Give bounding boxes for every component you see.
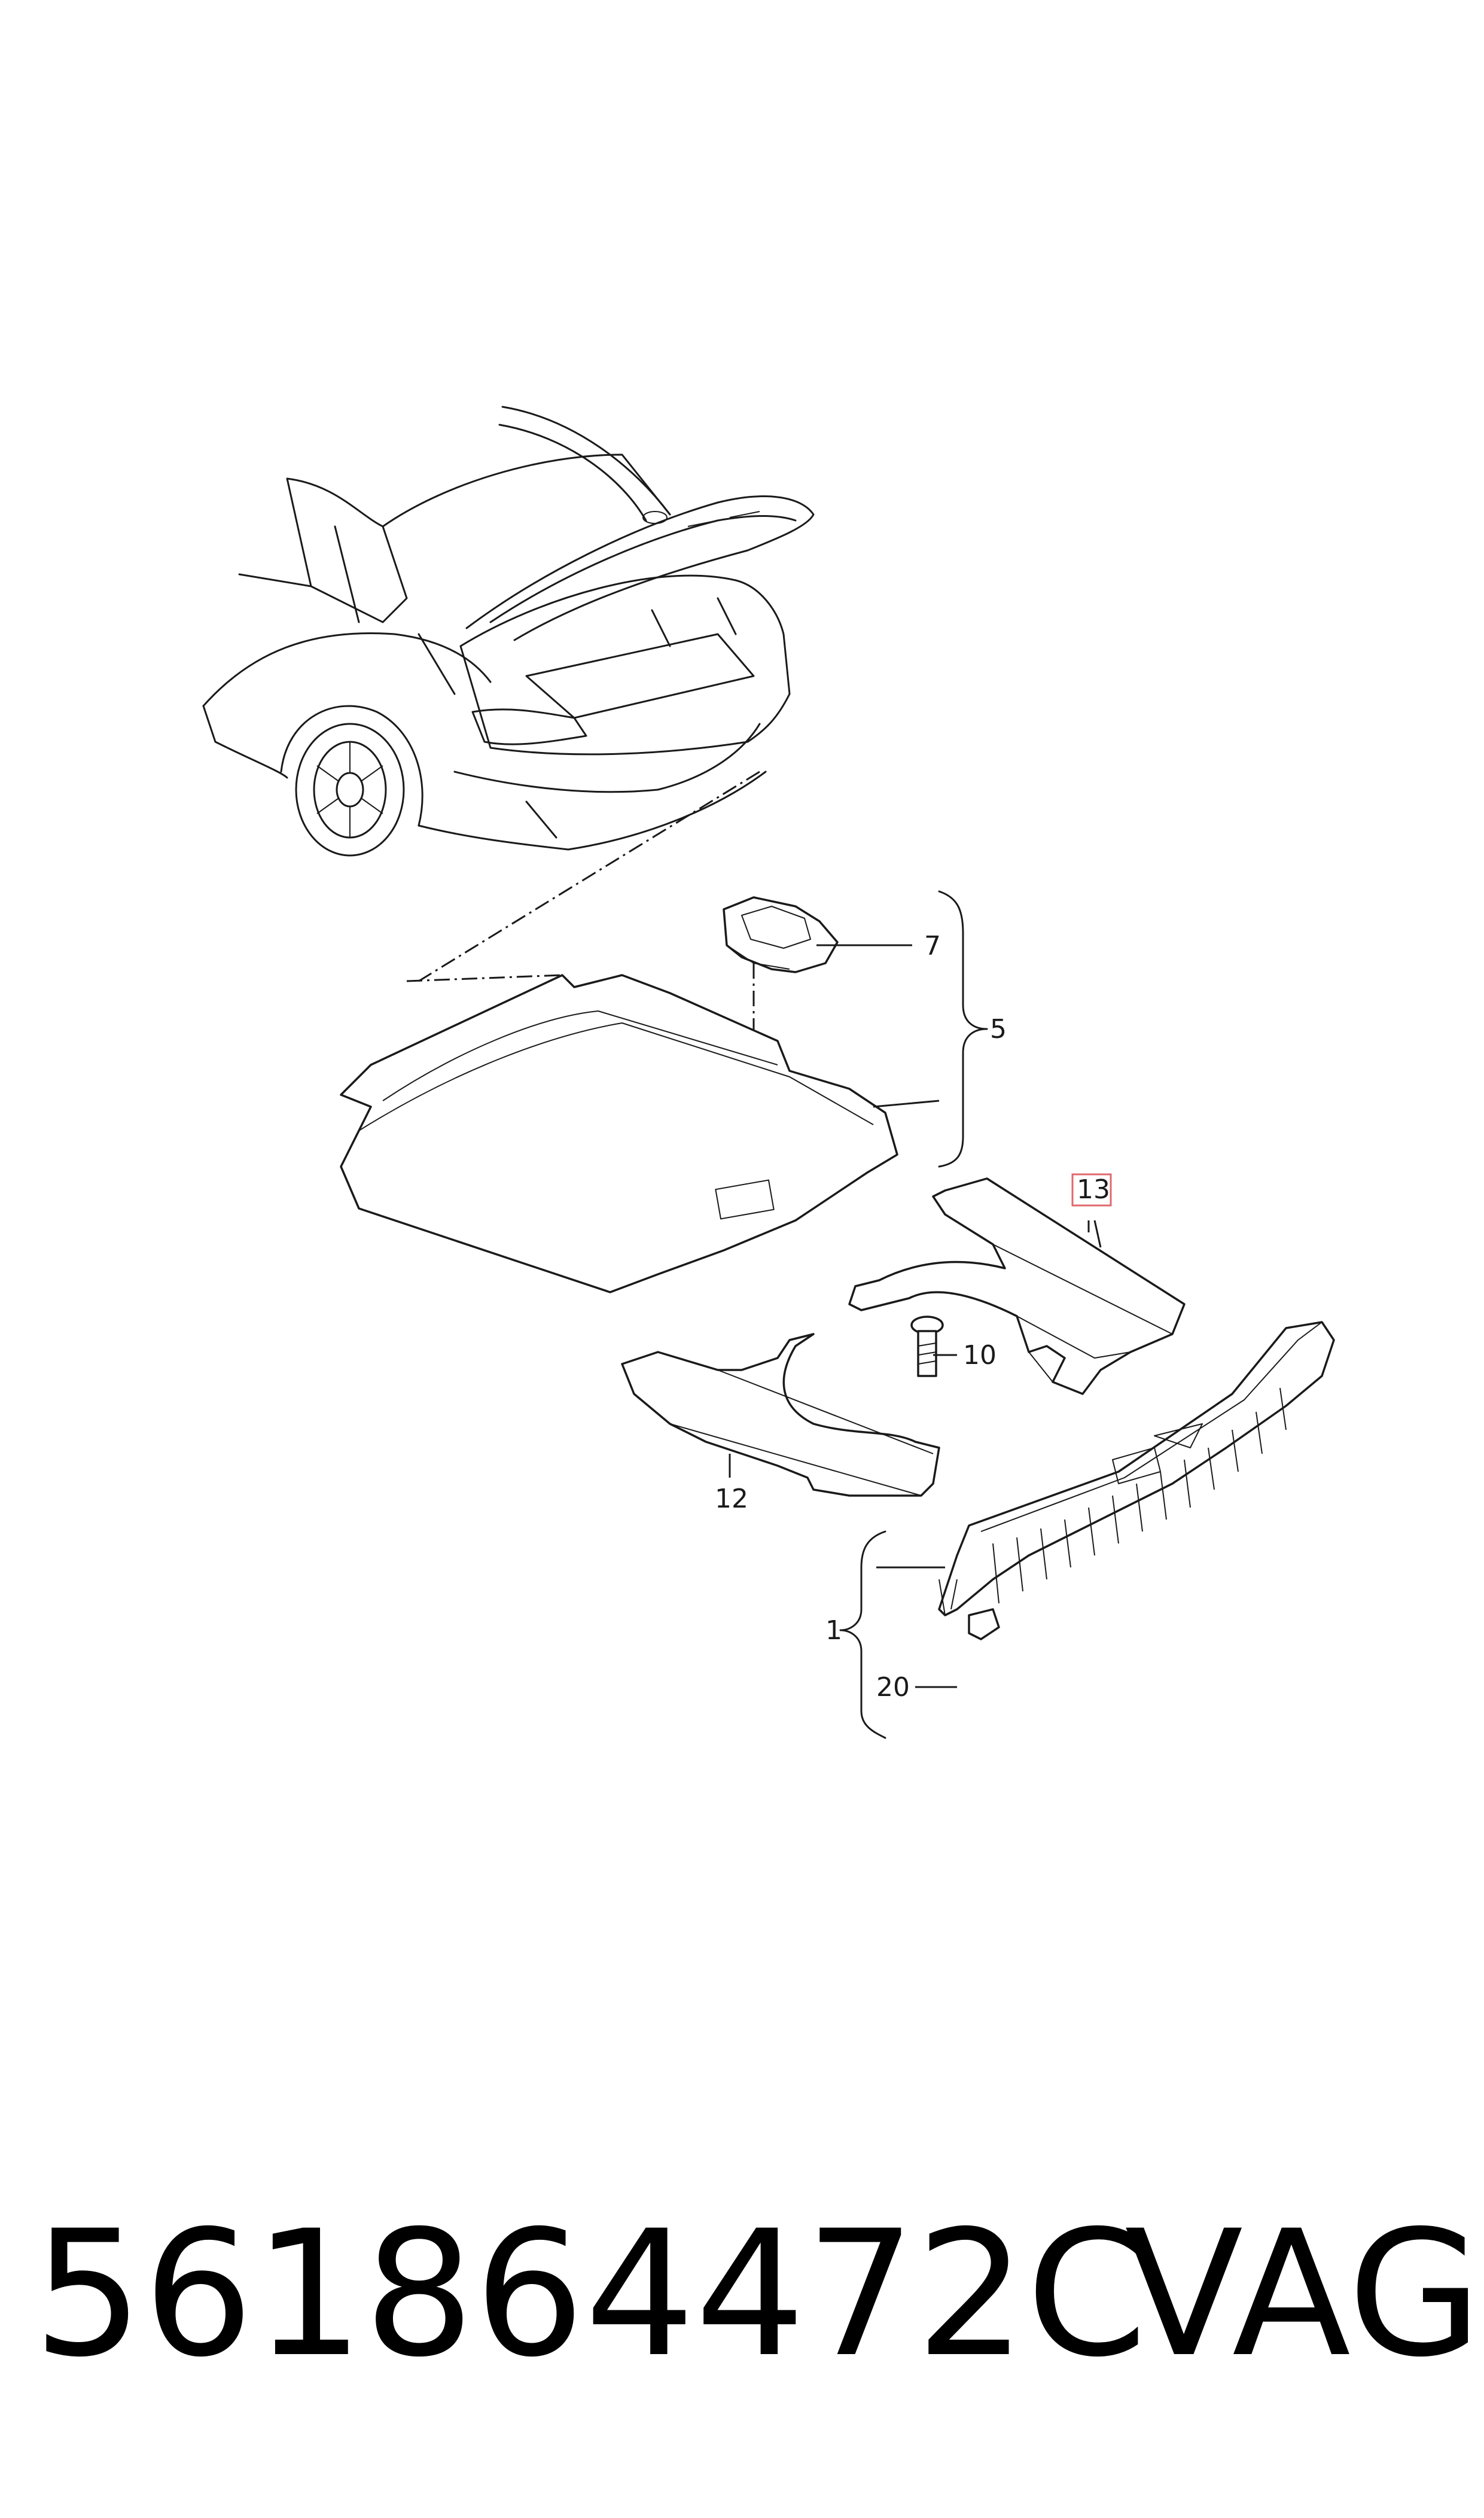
callout-12: 12 xyxy=(715,1484,748,1514)
car-illustration xyxy=(202,406,815,857)
callout-5: 5 xyxy=(990,1014,1007,1045)
callout-13-highlight-box xyxy=(1071,1173,1112,1207)
part-12-side-cover xyxy=(621,1333,940,1497)
reference-line-car-to-floor xyxy=(418,771,760,982)
part-7-cover xyxy=(723,896,839,973)
callout-10: 10 xyxy=(963,1340,997,1371)
callout-13: 13 xyxy=(1077,1174,1110,1205)
leader-lines xyxy=(729,944,1102,1688)
callout-1: 1 xyxy=(825,1615,842,1646)
bracket-1 xyxy=(839,1530,886,1739)
floor-covering xyxy=(340,974,898,1293)
brand-caption: VAG xyxy=(1125,2194,1482,2395)
reference-line-floor xyxy=(406,974,563,982)
part-1-rear-trim-panel xyxy=(938,1321,1335,1640)
part-13-side-cover xyxy=(848,1177,1186,1395)
bracket-5 xyxy=(938,890,988,1168)
callout-7: 7 xyxy=(924,931,941,961)
callout-20: 20 xyxy=(876,1672,910,1703)
part-20-clip xyxy=(968,1608,1000,1640)
part-number-caption: 561864472C xyxy=(33,2194,1147,2395)
part-10-bolt xyxy=(910,1316,944,1377)
